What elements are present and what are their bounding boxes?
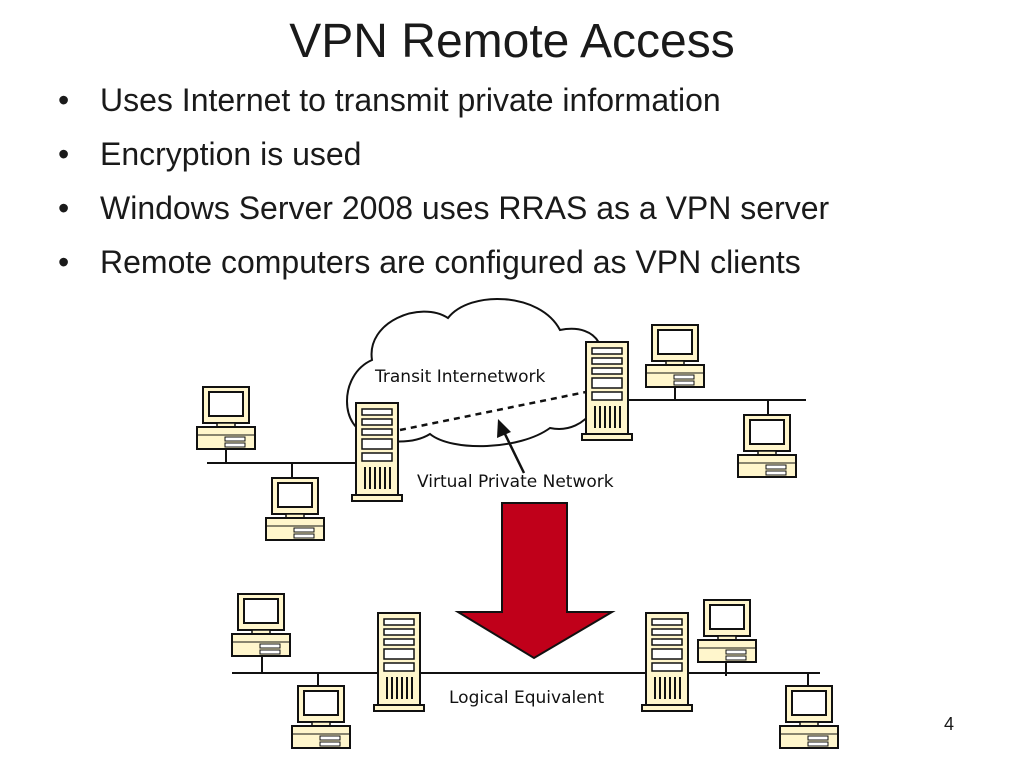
desktop-computer-icon: [645, 324, 705, 388]
slide-number: 4: [943, 714, 954, 734]
left-lan: [207, 447, 356, 480]
desktop-computer-icon: [231, 593, 291, 657]
bullet-item: • Remote computers are configured as VPN …: [58, 244, 829, 280]
vpn-label: Virtual Private Network: [417, 472, 614, 492]
bullet-marker: •: [58, 82, 70, 118]
tower-server-icon: [641, 612, 693, 712]
desktop-computer-icon: [196, 386, 256, 450]
bullet-item: • Windows Server 2008 uses RRAS as a VPN …: [58, 190, 829, 226]
desktop-computer-icon: [291, 685, 351, 749]
slide-title: VPN Remote Access: [289, 15, 735, 68]
bullet-marker: •: [58, 190, 70, 226]
tower-server-icon: [351, 402, 403, 502]
bullet-text: Windows Server 2008 uses RRAS as a VPN s…: [100, 190, 830, 226]
down-arrow-icon: [454, 502, 616, 660]
desktop-computer-icon: [737, 414, 797, 478]
bullet-text: Encryption is used: [100, 136, 362, 172]
bullet-text: Uses Internet to transmit private inform…: [100, 82, 721, 118]
bullet-marker: •: [58, 136, 70, 172]
bullet-list: • Uses Internet to transmit private infor…: [58, 82, 829, 298]
bullet-item: • Uses Internet to transmit private infor…: [58, 82, 829, 118]
bullet-text: Remote computers are configured as VPN c…: [100, 244, 801, 280]
vpn-tunnel-line: [399, 390, 587, 432]
logical-label: Logical Equivalent: [449, 688, 604, 708]
desktop-computer-icon: [697, 599, 757, 663]
tower-server-icon: [581, 341, 633, 441]
desktop-computer-icon: [779, 685, 839, 749]
bullet-item: • Encryption is used: [58, 136, 829, 172]
desktop-computer-icon: [265, 477, 325, 541]
cloud-icon: [346, 297, 603, 448]
bullet-marker: •: [58, 244, 70, 280]
cloud-label: Transit Internetwork: [374, 367, 546, 387]
tower-server-icon: [373, 612, 425, 712]
pointer-arrow: [497, 419, 526, 474]
